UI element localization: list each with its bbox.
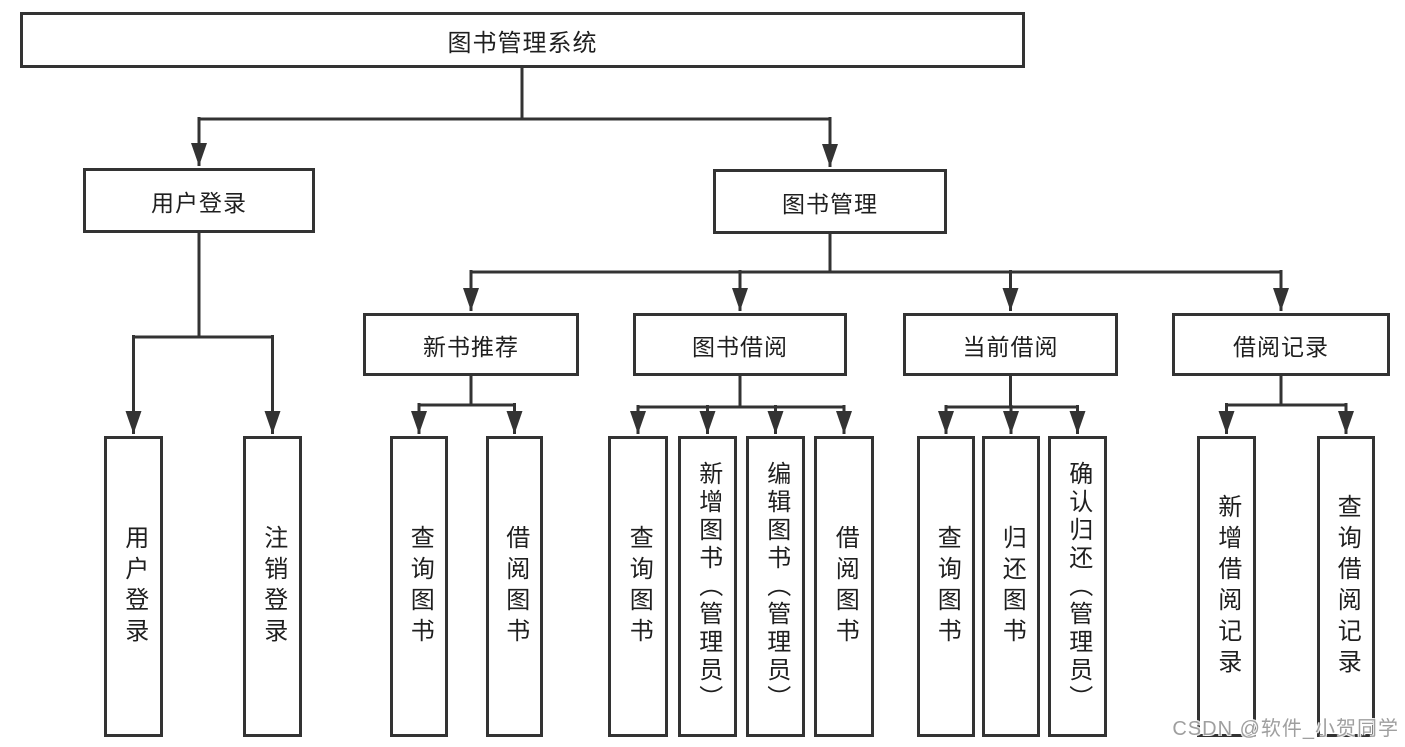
node-return-books: 归还图书 bbox=[982, 436, 1040, 737]
node-book-borrowing: 图书借阅 bbox=[633, 313, 847, 376]
node-add-books-admin: 新增图书（管理员） bbox=[678, 436, 737, 737]
node-query-books-recommend: 查询图书 bbox=[390, 436, 448, 737]
node-add-borrow-record: 新增借阅记录 bbox=[1197, 436, 1256, 737]
node-user-login-action: 用户登录 bbox=[104, 436, 163, 737]
node-query-books-current: 查询图书 bbox=[917, 436, 975, 737]
node-query-books-borrowing: 查询图书 bbox=[608, 436, 668, 737]
node-borrow-records: 借阅记录 bbox=[1172, 313, 1390, 376]
node-current-borrowing: 当前借阅 bbox=[903, 313, 1118, 376]
node-query-borrow-record: 查询借阅记录 bbox=[1317, 436, 1375, 737]
node-edit-books-admin: 编辑图书（管理员） bbox=[746, 436, 805, 737]
node-book-management: 图书管理 bbox=[713, 169, 947, 234]
node-user-login: 用户登录 bbox=[83, 168, 315, 233]
node-borrow-books-borrowing: 借阅图书 bbox=[814, 436, 874, 737]
node-logout: 注销登录 bbox=[243, 436, 302, 737]
node-confirm-return-admin: 确认归还（管理员） bbox=[1048, 436, 1107, 737]
node-root: 图书管理系统 bbox=[20, 12, 1025, 68]
node-new-book-recommend: 新书推荐 bbox=[363, 313, 579, 376]
csdn-watermark: CSDN @软件_小贺同学 bbox=[1172, 718, 1399, 740]
node-borrow-books-recommend: 借阅图书 bbox=[486, 436, 543, 737]
